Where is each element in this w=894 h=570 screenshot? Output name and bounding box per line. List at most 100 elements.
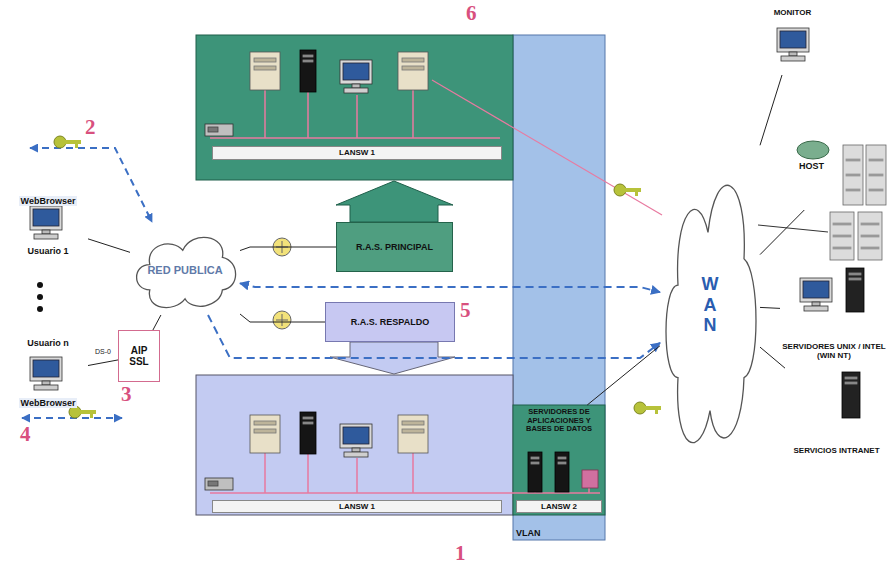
cloud: W A N [660,140,760,470]
host-cabinet [846,189,860,191]
ras-box: R.A.S. PRINCIPAL [336,222,453,272]
computer-icon [30,357,62,381]
host-cabinet [861,247,879,249]
link-line [153,315,161,330]
cloud-outline [137,237,236,307]
key-symbol [634,402,661,414]
node-text: Usuario 1 [27,246,68,256]
computer-icon [812,302,820,306]
server-icon [250,415,280,453]
node-text: SERVIDORES UNIX / INTEL (WIN NT) [780,342,888,360]
key-symbol [54,136,81,148]
computer-icon [344,88,368,93]
computer-icon [340,60,372,84]
host-cabinet [843,145,863,205]
link-line [240,247,336,251]
tower-icon [558,457,566,459]
key-symbol [625,188,641,192]
callout-number: 3 [121,384,132,405]
lan-switch-bar: LANSW 1 [212,146,502,160]
host-cabinet [846,174,860,176]
host-cabinet [846,159,860,161]
host-cabinet [833,223,851,225]
computer-icon [33,209,59,226]
line-label: DS-0 [94,348,112,356]
computer-icon [777,28,809,52]
server-icon [402,66,424,70]
computer-icon [33,360,59,377]
user-station: Usuario nWebBrowser [8,338,88,408]
computer-icon [352,448,360,452]
link-line [88,360,118,366]
computer-icon [34,234,58,239]
computer-icon [781,56,805,61]
server-system: SERVIDORES UNIX / INTEL (WIN NT) [780,262,888,360]
cloud: RED PUBLICA [130,225,240,315]
host-cabinet [869,174,883,176]
tower-icon [303,60,313,62]
user-dots [37,282,43,288]
server-area [513,405,605,515]
host-cabinet [833,235,851,237]
user-dots [37,294,43,300]
key-symbol [614,184,641,196]
lan-switch-bar: LANSW 1 [212,500,502,513]
node-text: VLAN [516,528,541,538]
computer-icon [30,206,62,230]
callout-number: 4 [20,424,31,445]
tower-icon [303,417,313,419]
monitor-station: MONITOR [760,8,825,75]
tower-icon [555,452,569,492]
key-symbol [75,143,78,148]
node-text: AIP SSL [127,345,151,368]
node-text: Usuario n [27,338,69,348]
intranet-server: SERVICIOS INTRANET [785,368,888,455]
server-icon [254,429,276,433]
tower-icon [531,462,539,464]
main-site-panel [196,35,513,180]
lan-wiring [210,90,500,138]
computer-icon [343,63,369,80]
tower-icon [300,412,316,454]
server-icon [402,421,424,425]
callout-number: 6 [466,3,477,24]
node-text: R.A.S. PRINCIPAL [356,242,433,252]
tower-icon [303,55,313,57]
server-icon [402,58,424,62]
computer-icon [780,31,806,48]
host-disk [797,141,829,159]
link-line [760,75,782,145]
computer-icon [344,452,368,457]
computer-icon [789,52,797,56]
host-system: HOST [795,135,888,210]
tower-icon [528,452,542,492]
security-box: AIP SSL [118,330,160,382]
host-cabinet [858,212,882,260]
tower-icon [849,278,861,280]
server-icon [254,66,276,70]
tower-icon [531,457,539,459]
tower-icon [558,462,566,464]
host-cabinet [869,159,883,161]
link-line [587,346,660,405]
dashed-connector [240,283,660,292]
server-icon [398,52,428,90]
computer-icon [42,381,50,385]
host-cabinet [869,189,883,191]
node-text: LANSW 2 [541,502,577,511]
user-station: WebBrowserUsuario 1 [8,196,88,256]
tower-icon [842,372,860,418]
computer-icon [343,427,369,444]
key-symbol [645,406,661,410]
key-symbol [634,402,646,414]
key-symbol [90,413,93,418]
link-line [760,210,804,255]
network-device [205,124,233,136]
host-cabinet [861,223,879,225]
node-text: LANSW 1 [339,502,375,511]
tower-icon [846,268,864,312]
key-symbol [635,191,638,196]
